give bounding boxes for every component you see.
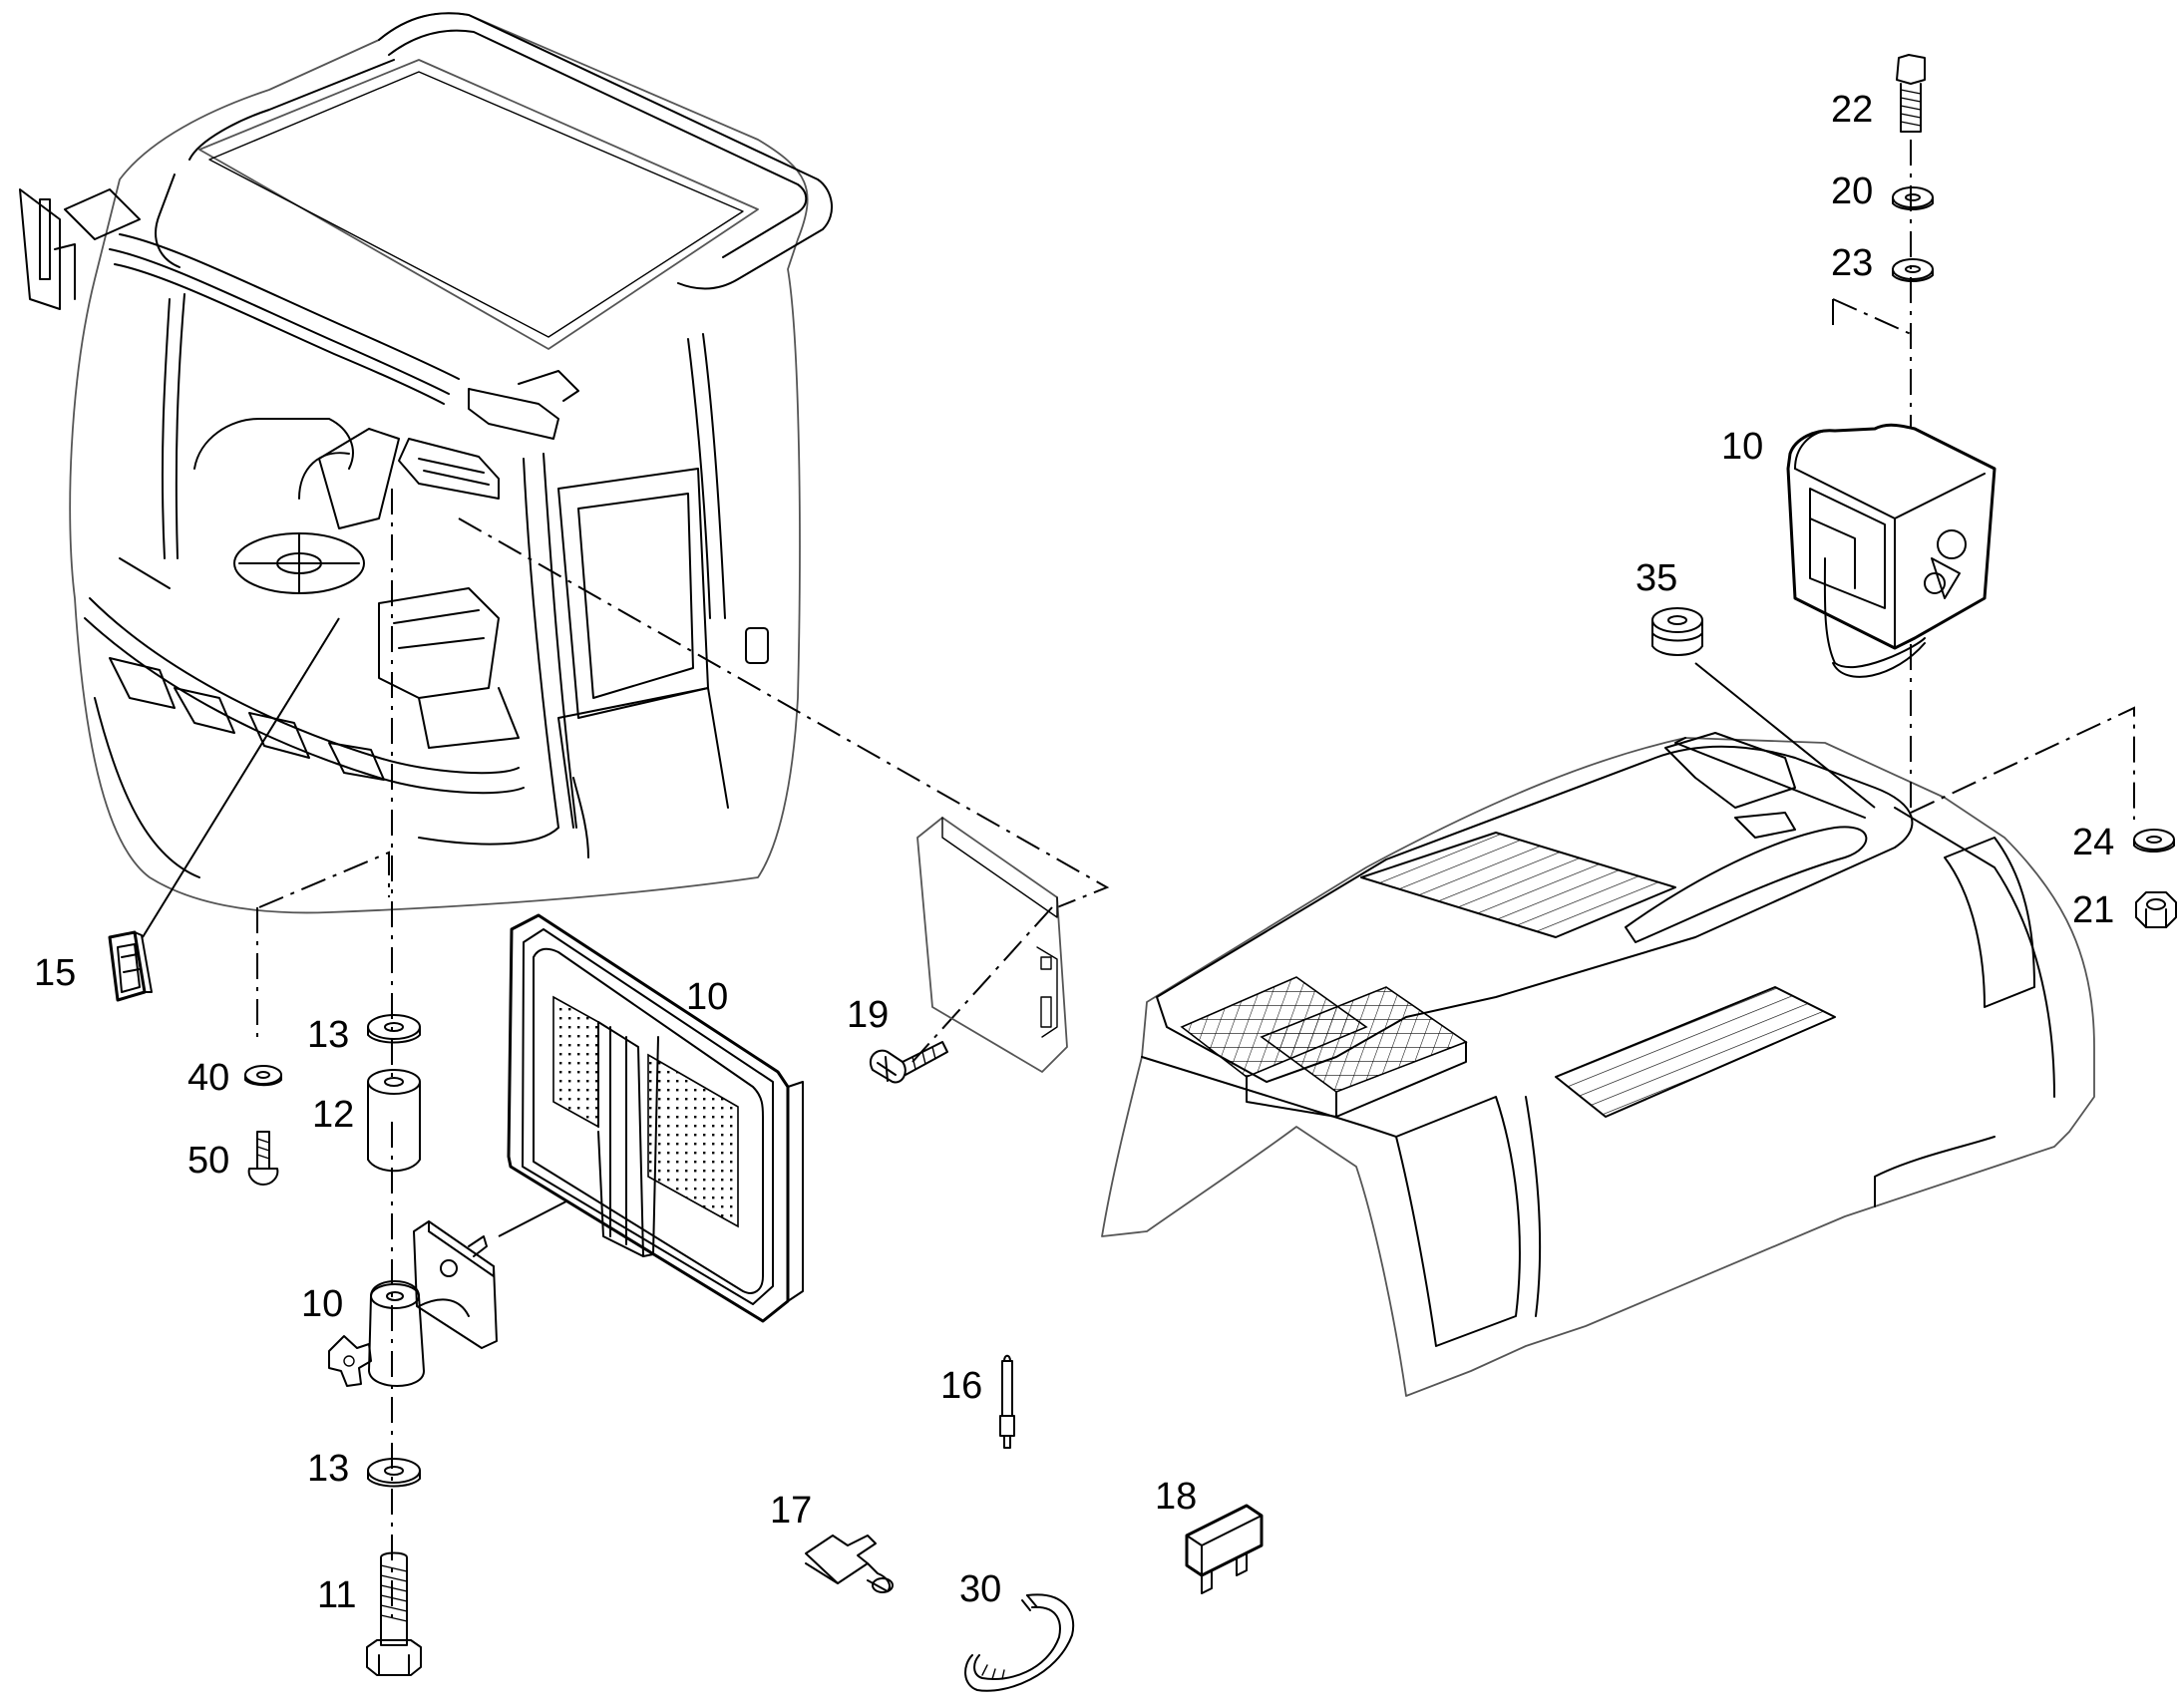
callout-35: 35 xyxy=(1635,557,1677,599)
washer-13-bottom xyxy=(367,1458,421,1488)
hose-clamp-30 xyxy=(964,1593,1075,1692)
callout-30: 30 xyxy=(959,1568,1001,1610)
washer-23 xyxy=(1892,258,1934,282)
callout-15: 15 xyxy=(34,952,76,994)
callout-20: 20 xyxy=(1831,171,1873,212)
spacer-sleeve-12 xyxy=(367,1069,421,1173)
callout-13-bottom: 13 xyxy=(307,1448,349,1490)
operator-cab xyxy=(19,12,834,914)
callout-11: 11 xyxy=(317,1574,356,1616)
callout-50: 50 xyxy=(187,1140,229,1182)
callout-18: 18 xyxy=(1155,1476,1197,1518)
callout-10-mount: 10 xyxy=(301,1283,343,1325)
cable-pin-16 xyxy=(999,1354,1015,1449)
callout-10-lamp: 10 xyxy=(686,976,728,1018)
hex-bolt-22 xyxy=(1896,54,1926,133)
plug-connector-17 xyxy=(805,1535,894,1593)
blade-fuse-18 xyxy=(1185,1504,1264,1594)
lamp-mount-10 xyxy=(328,1220,498,1387)
callout-13-top: 13 xyxy=(307,1014,349,1056)
pan-head-screw-19 xyxy=(869,1041,948,1084)
callout-40: 40 xyxy=(187,1057,229,1099)
callout-12: 12 xyxy=(312,1094,354,1136)
assembly-guide-lines xyxy=(256,140,2135,1620)
callout-leaders xyxy=(142,617,1876,1237)
washer-40 xyxy=(244,1065,282,1087)
rocker-switch-15 xyxy=(108,930,153,1002)
callout-10-beacon: 10 xyxy=(1721,426,1763,468)
control-unit xyxy=(916,817,1068,1073)
callout-21: 21 xyxy=(2072,889,2114,931)
callout-23: 23 xyxy=(1831,242,1873,284)
hex-nut-21 xyxy=(2135,891,2177,928)
callout-17: 17 xyxy=(770,1490,812,1532)
washer-24 xyxy=(2133,829,2175,853)
screw-50 xyxy=(247,1131,279,1186)
hex-bolt-11 xyxy=(366,1551,422,1676)
engine-hood xyxy=(1101,732,2095,1397)
rubber-grommet-35 xyxy=(1651,607,1703,656)
callout-19: 19 xyxy=(847,994,889,1036)
work-lamp-10 xyxy=(507,913,804,1323)
callout-24: 24 xyxy=(2072,822,2114,863)
callout-labels: 22 20 23 10 35 24 21 15 13 40 50 12 10 1… xyxy=(34,89,2114,1616)
callout-22: 22 xyxy=(1831,89,1873,131)
callout-16: 16 xyxy=(940,1365,982,1407)
washer-20 xyxy=(1892,186,1934,210)
washer-13-top xyxy=(367,1014,421,1044)
rotating-beacon xyxy=(1786,423,1997,678)
